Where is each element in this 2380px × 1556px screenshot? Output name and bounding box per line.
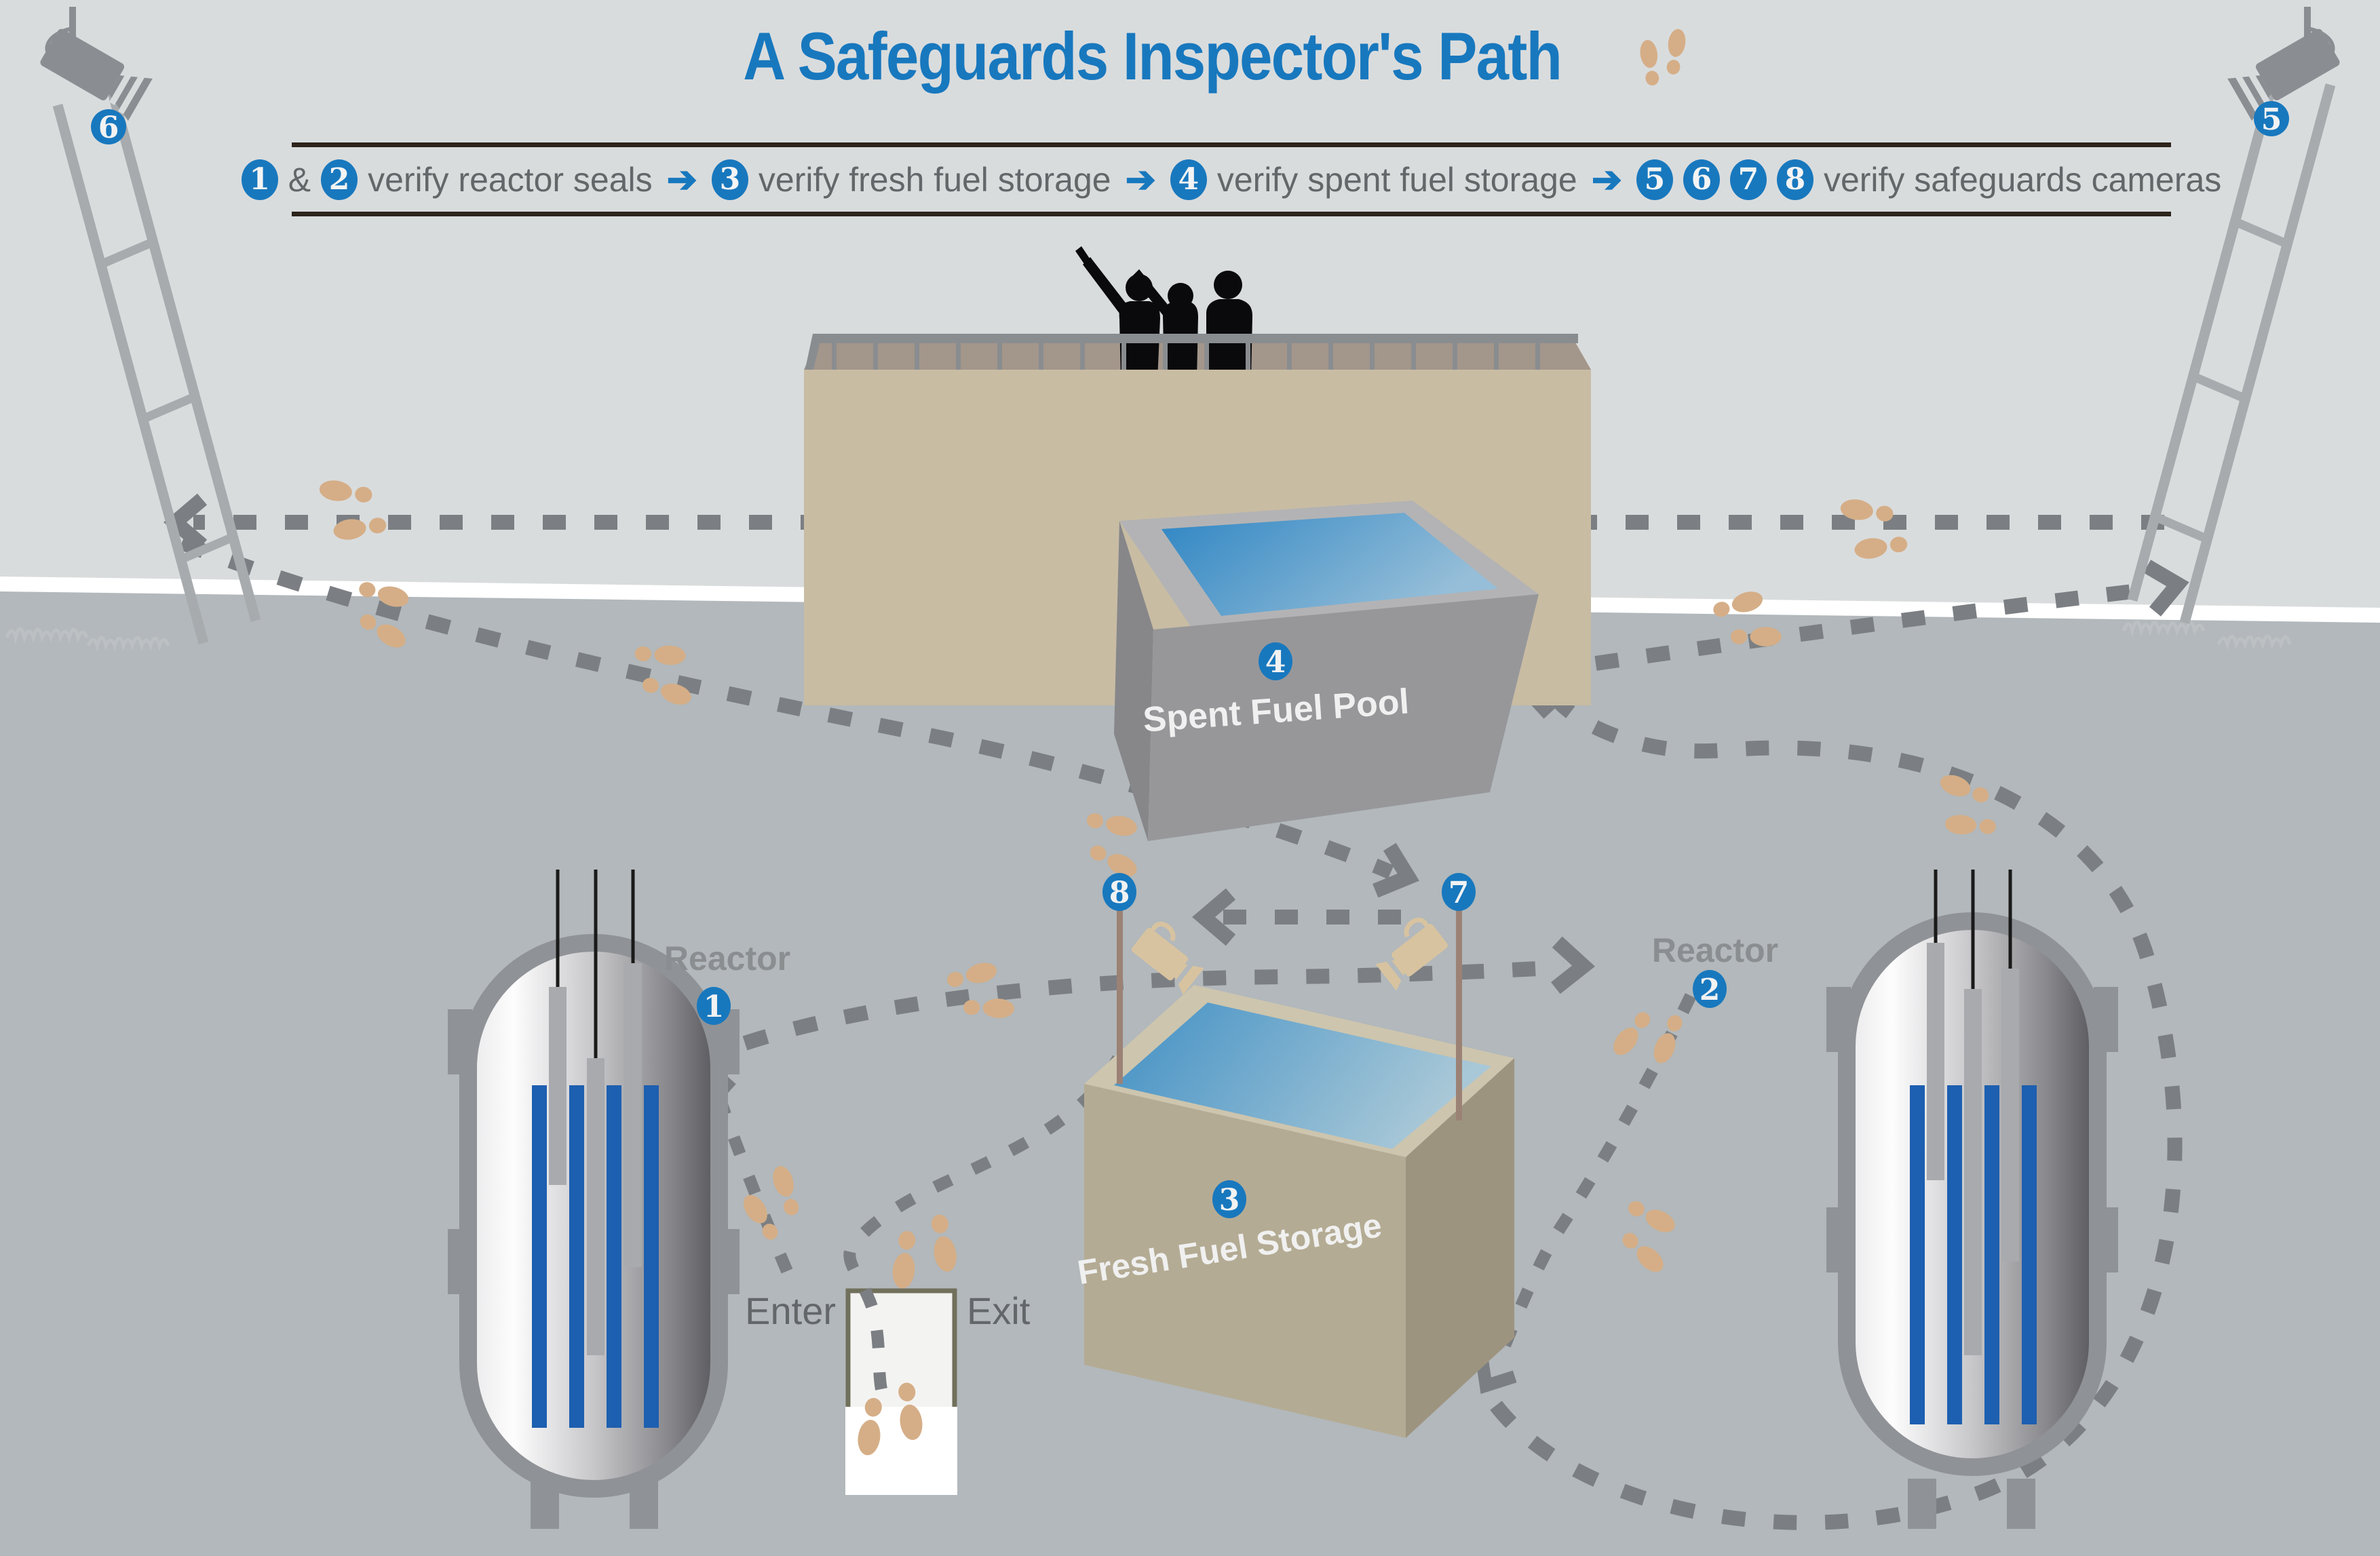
reactor1-fuel-rods: [532, 1085, 659, 1428]
reactor1-badge-number: 1: [704, 990, 725, 1024]
reactor2: [1826, 870, 2118, 1529]
reactor2-cables: [1934, 870, 2012, 992]
fresh-fuel-badge: 3: [1212, 1180, 1246, 1218]
reactor1-badge: 1: [697, 987, 731, 1025]
grass-left: [5, 627, 170, 653]
camera5-badge-number: 5: [2261, 102, 2282, 137]
legend-badge-3: 3: [711, 159, 748, 200]
path-pool-to-camera5: [1594, 581, 2157, 671]
grass-right: [2122, 620, 2292, 651]
legend-arrow: ➔: [1591, 159, 1622, 200]
box-right-face: [1406, 1058, 1514, 1438]
box-front-face: [1084, 1084, 1406, 1438]
reactor2-label: Reactor: [1652, 931, 1778, 969]
spent-fuel-badge-number: 4: [1265, 645, 1286, 680]
fresh-fuel-badge-number: 3: [1219, 1183, 1240, 1218]
reactor1-cables: [556, 870, 635, 1062]
path-reactor2-to-freshfuel: [1490, 993, 1697, 1370]
path-reactor1-to-reactor2: [742, 960, 1565, 1051]
reactor1: [448, 870, 740, 1529]
pool-left-face: [1114, 521, 1153, 841]
pool-water: [1162, 513, 1498, 616]
legend-text: verify spent fuel storage: [1216, 160, 1577, 199]
reactor2-badge-number: 2: [1700, 973, 1721, 1007]
legend-text: &: [288, 160, 311, 199]
camera6-badge: 6: [91, 109, 126, 145]
legend-badge-6: 6: [1683, 159, 1720, 200]
spent-fuel-badge: 4: [1259, 642, 1292, 680]
legend-arrow: ➔: [666, 159, 697, 200]
camera8-pole: [1117, 910, 1123, 1084]
path-freshfuel-to-pool: [1490, 693, 2183, 1530]
legend-text: verify safeguards cameras: [1823, 160, 2222, 199]
fresh-fuel-storage: 3 Fresh Fuel Storage: [1075, 985, 1514, 1438]
camera5-badge: 5: [2254, 101, 2289, 137]
legend-tokens: 1&2 verify reactor seals ➔ 3 verify fresh fu…: [241, 158, 2222, 201]
reactor1-control-rods: [549, 963, 642, 1355]
camera7-badge: 7: [1442, 873, 1476, 911]
platform-railing: [805, 334, 1578, 372]
reactor2-badge: 2: [1693, 970, 1727, 1008]
camera7-badge-number: 7: [1448, 876, 1470, 910]
legend-badge-8: 8: [1776, 159, 1813, 200]
door-frame: [845, 1288, 957, 1409]
camera7-pole: [1456, 910, 1462, 1121]
path-camera8-to-exit: [843, 1055, 1124, 1390]
pool-front-face: [1148, 594, 1539, 841]
legend-badge-5: 5: [1636, 159, 1673, 200]
footprints-icon: [1640, 28, 1686, 85]
legend-badge-7: 7: [1729, 159, 1767, 200]
page-title: A Safeguards Inspector's Path: [743, 18, 1562, 94]
spent-fuel-pool: 4 Spent Fuel Pool: [1114, 501, 1539, 841]
camera8-badge-number: 8: [1109, 876, 1130, 910]
reactor2-control-rods: [1927, 943, 2019, 1355]
exit-label: Exit: [967, 1289, 1031, 1332]
legend-arrow: ➔: [1125, 159, 1156, 200]
title-row: A Safeguards Inspector's Path: [0, 18, 2380, 95]
box-water: [1114, 1003, 1491, 1149]
enter-label: Enter: [745, 1289, 836, 1332]
legend-band: 1&2 verify reactor seals ➔ 3 verify fresh fu…: [241, 142, 2221, 216]
reactor2-fuel-rods: [1910, 1085, 2037, 1424]
legend-text: verify reactor seals: [368, 160, 653, 199]
camera8-badge: 8: [1102, 873, 1136, 911]
legend-text: verify fresh fuel storage: [758, 160, 1111, 199]
reactor1-label: Reactor: [664, 939, 790, 977]
legend-badge-2: 2: [321, 159, 358, 200]
camera6-badge-number: 6: [98, 111, 119, 145]
legend-badge-1: 1: [241, 159, 278, 200]
legend-badge-4: 4: [1170, 159, 1207, 200]
